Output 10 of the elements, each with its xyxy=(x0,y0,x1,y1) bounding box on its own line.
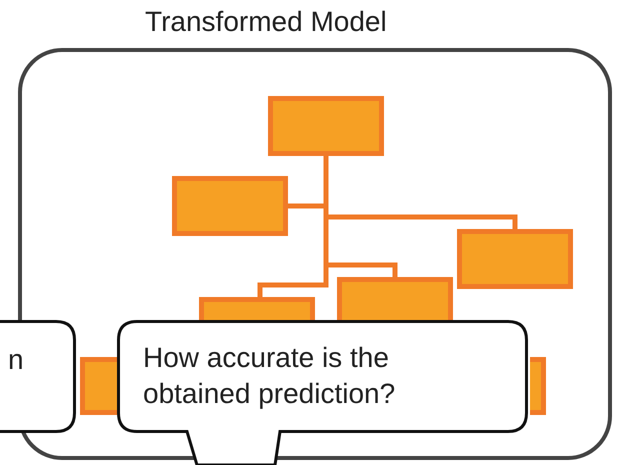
tree-node-box xyxy=(199,297,315,321)
tree-node-box xyxy=(80,357,118,415)
frame-title: Transformed Model xyxy=(145,6,387,38)
question-text: n xyxy=(8,343,25,377)
tree-node-box xyxy=(172,176,288,236)
question-text: How accurate is the obtained prediction? xyxy=(143,341,396,411)
tree-node-box xyxy=(457,229,573,289)
tree-node-box xyxy=(530,357,546,415)
tree-node-box xyxy=(268,96,384,156)
tree-node-box xyxy=(337,277,453,321)
